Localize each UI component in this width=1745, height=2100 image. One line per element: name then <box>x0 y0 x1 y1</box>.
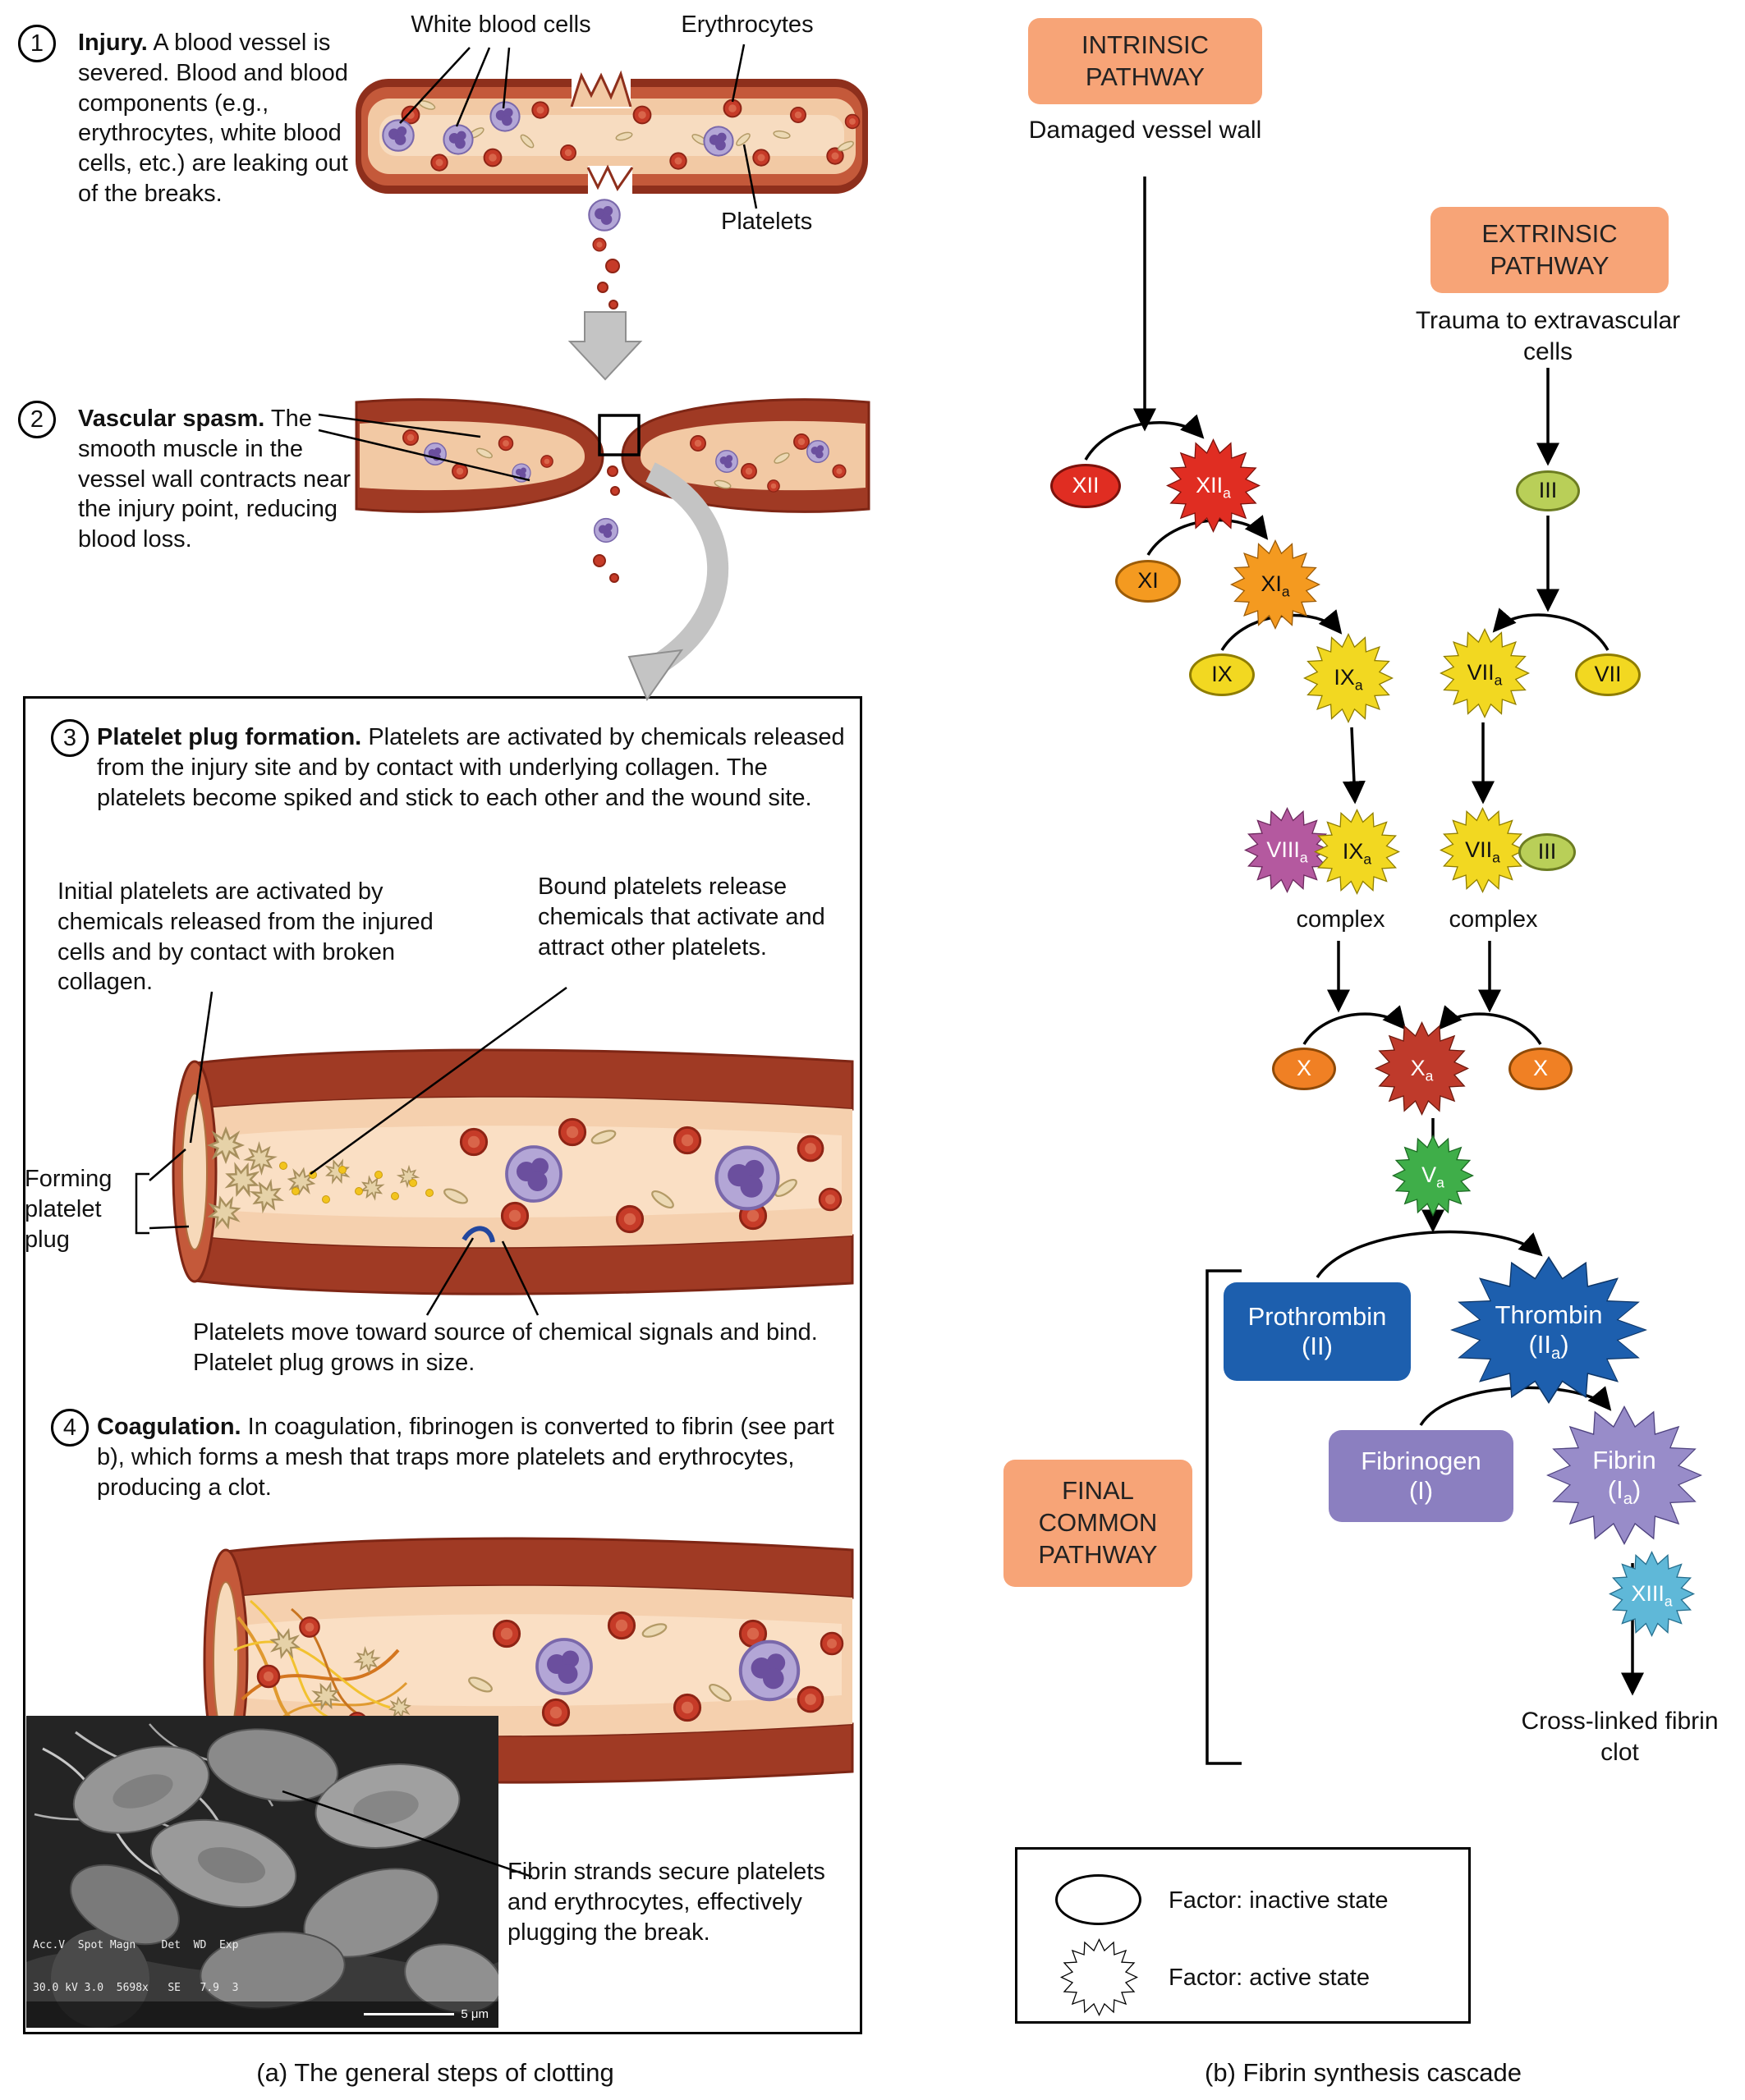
down-arrow <box>567 311 643 381</box>
factor-thrombin: Thrombin(IIa) <box>1450 1256 1647 1404</box>
legend-inactive-shape <box>1055 1874 1141 1925</box>
step-3-number: 3 <box>51 719 89 757</box>
legend-active-shape <box>1060 1938 1138 2016</box>
step-2-body: The smooth muscle in the vessel wall con… <box>78 406 351 553</box>
legend-active-label: Factor: active state <box>1169 1965 1370 1991</box>
step-4-title: Coagulation. <box>97 1414 241 1440</box>
legend-box: Factor: inactive state Factor: active st… <box>1015 1847 1471 2024</box>
caption-a: (a) The general steps of clotting <box>256 2058 614 2087</box>
label-platelets-move: Platelets move toward source of chemical… <box>193 1319 818 1376</box>
factor-viiia: VIIIa <box>1244 807 1330 893</box>
step-3-body: Platelets are activated by chemicals rel… <box>97 724 845 811</box>
factor-va: Va <box>1392 1135 1474 1217</box>
scale-label: 5 μm <box>461 2007 489 2021</box>
step-4-body: In coagulation, fibrinogen is converted … <box>97 1414 834 1501</box>
label-white-blood-cells: White blood cells <box>411 11 591 38</box>
step-3-text: Platelet plug formation. Platelets are a… <box>97 722 846 813</box>
intrinsic-pathway-box: INTRINSIC PATHWAY <box>1028 18 1262 104</box>
factor-xii: XII <box>1050 464 1121 508</box>
step-4-text: Coagulation. In coagulation, fibrinogen … <box>97 1412 846 1502</box>
extrinsic-pathway-box: EXTRINSIC PATHWAY <box>1430 207 1669 293</box>
label-bound-platelets: Bound platelets release chemicals that a… <box>538 873 825 961</box>
sem-micrograph: Acc.V Spot Magn Det WD Exp 30.0 kV 3.0 5… <box>26 1716 498 2028</box>
micrograph-meta-line2: 30.0 kV 3.0 5698x SE 7.9 3 <box>33 1982 239 1995</box>
complex-label-intrinsic: complex <box>1296 906 1385 933</box>
factor-vii: VII <box>1575 653 1641 696</box>
bound-platelet-mark <box>462 1226 495 1243</box>
step-1-body: A blood vessel is severed. Blood and blo… <box>78 30 348 208</box>
extrinsic-trigger-label: Trauma to extravascular cells <box>1415 307 1681 366</box>
factor-fibrinogen: Fibrinogen(I) <box>1329 1430 1513 1522</box>
factor-prothrombin: Prothrombin(II) <box>1224 1282 1411 1381</box>
vessel-break <box>570 70 634 200</box>
factor-xi: XI <box>1115 560 1181 603</box>
micrograph-scale: 5 μm <box>364 2007 489 2021</box>
zoom-region-marker <box>598 414 641 456</box>
factor-viia-complex: VIIa <box>1440 807 1526 893</box>
factor-iii: III <box>1516 470 1580 511</box>
micrograph-meta-line1: Acc.V Spot Magn Det WD Exp <box>33 1938 239 1951</box>
cells-group <box>441 1117 843 1243</box>
caption-b: (b) Fibrin synthesis cascade <box>1205 2058 1522 2087</box>
legend-inactive-label: Factor: inactive state <box>1169 1887 1389 1914</box>
step-2-number: 2 <box>18 401 56 438</box>
curved-arrow-head <box>627 649 684 702</box>
step-3-title: Platelet plug formation. <box>97 724 362 750</box>
label-fibrin-strands: Fibrin strands secure platelets and eryt… <box>507 1859 825 1946</box>
factor-x-right: X <box>1509 1048 1573 1090</box>
label-forming-plug: Forming platelet plug <box>25 1166 113 1253</box>
factor-ixa: IXa <box>1303 633 1394 723</box>
detail-box <box>23 696 862 2034</box>
factor-ix: IX <box>1189 653 1255 696</box>
label-erythrocytes: Erythrocytes <box>681 11 814 38</box>
label-platelets: Platelets <box>721 209 813 235</box>
factor-viia: VIIa <box>1440 628 1530 718</box>
final-common-pathway-box: FINAL COMMON PATHWAY <box>1003 1460 1192 1587</box>
factor-xiiia: XIIIa <box>1609 1551 1695 1637</box>
factor-xiia: XIIa <box>1166 438 1261 533</box>
step-2-title: Vascular spasm. <box>78 406 265 432</box>
factor-xia: XIa <box>1230 539 1320 630</box>
intrinsic-trigger-label: Damaged vessel wall <box>1028 117 1262 144</box>
leaking-cells-group <box>588 199 621 309</box>
step-1-text: Injury. A blood vessel is severed. Blood… <box>78 28 353 209</box>
step-1-title: Injury. <box>78 30 148 56</box>
step-1-number: 1 <box>18 25 56 62</box>
leaking-cells-group <box>593 465 620 583</box>
factor-fibrin: Fibrin(Ia) <box>1546 1405 1702 1545</box>
label-initial-platelets: Initial platelets are activated by chemi… <box>57 878 434 996</box>
scale-bar <box>364 2013 455 2015</box>
cross-linked-label: Cross-linked fibrin clot <box>1521 1708 1719 1767</box>
vessel-illustration-spasm <box>355 398 870 583</box>
factor-xa: Xa <box>1375 1021 1469 1116</box>
factor-x-left: X <box>1272 1048 1336 1090</box>
micrograph-metadata: Acc.V Spot Magn Det WD Exp 30.0 kV 3.0 5… <box>33 1910 238 2024</box>
factor-ixa-complex: IXa <box>1314 809 1400 895</box>
complex-label-extrinsic: complex <box>1449 906 1538 933</box>
vessel-illustration-injury <box>356 70 868 309</box>
step-4-number: 4 <box>51 1409 89 1447</box>
step-2-text: Vascular spasm. The smooth muscle in the… <box>78 404 361 555</box>
factor-iii-complex: III <box>1518 833 1576 871</box>
